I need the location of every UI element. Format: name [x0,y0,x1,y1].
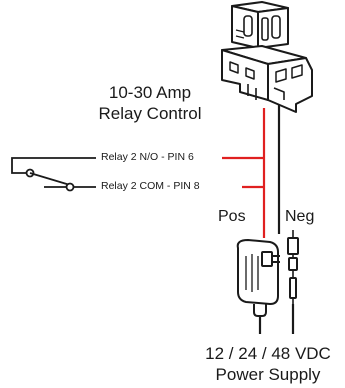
supply-label-line1: 12 / 24 / 48 VDC [205,344,331,363]
supply-label-line2: Power Supply [215,365,321,384]
relay-label: 10-30 Amp Relay Control [78,82,222,124]
relay-label-line1: 10-30 Amp [108,83,192,102]
relay-label-line2: Relay Control [98,104,202,123]
neg-label: Neg [285,208,315,225]
pin8-label: Relay 2 COM - PIN 8 [101,180,200,192]
power-adapter-icon [236,230,299,317]
supply-label: 12 / 24 / 48 VDC Power Supply [188,343,345,385]
pin-wires [222,156,264,189]
relay-to-supply-wires [262,105,281,238]
relay-socket-icon [221,1,313,113]
switch-symbol [11,157,96,192]
adapter-cable [258,304,295,334]
pin6-label: Relay 2 N/O - PIN 6 [101,151,194,163]
pos-label: Pos [218,208,246,225]
